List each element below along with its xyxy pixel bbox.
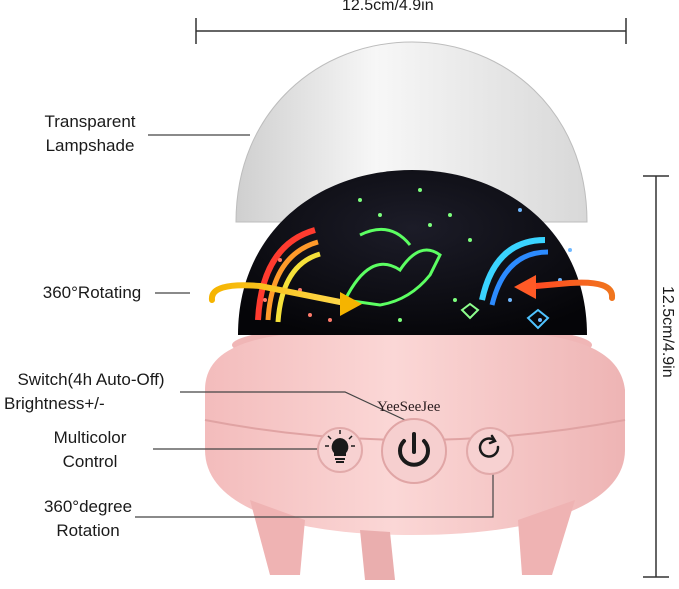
lampshade-label: Transparent Lampshade <box>30 110 150 158</box>
lightbulb-icon <box>325 430 355 463</box>
brand-logo-text: YeeSeeJee <box>377 399 441 415</box>
rotation-arrow-orange <box>514 275 615 301</box>
multicolor-label-line1: Multicolor <box>53 428 127 447</box>
width-dimension-line <box>195 18 627 44</box>
switch-label: Switch(4h Auto-Off) Brightness+/- <box>0 368 182 416</box>
rotation-label-line1: 360°degree <box>43 497 133 516</box>
multicolor-label-line2: Control <box>62 452 118 471</box>
projection-dome <box>238 170 587 335</box>
callout-lines <box>135 134 494 518</box>
rotating-label: 360°Rotating <box>42 283 142 302</box>
rotation-arrow-yellow <box>209 282 362 316</box>
width-label: 12.5cm/4.9in <box>342 0 434 14</box>
switch-label-line1: Switch(4h Auto-Off) <box>17 370 165 389</box>
rotate-icon <box>478 434 500 458</box>
lampshade-label-line2: Lampshade <box>45 136 135 155</box>
height-dimension-line <box>643 175 669 578</box>
rotation-label-line2: Rotation <box>56 521 120 540</box>
multicolor-label: Multicolor Control <box>30 426 150 474</box>
switch-label-line2: Brightness+/- <box>4 394 105 413</box>
rotation-label: 360°degree Rotation <box>28 495 148 543</box>
rotation-button[interactable] <box>466 427 514 475</box>
lampshade-label-line1: Transparent <box>44 112 136 131</box>
transparent-lampshade <box>235 41 588 223</box>
height-label: 12.5cm/4.9in <box>659 286 676 378</box>
power-icon <box>398 432 430 467</box>
